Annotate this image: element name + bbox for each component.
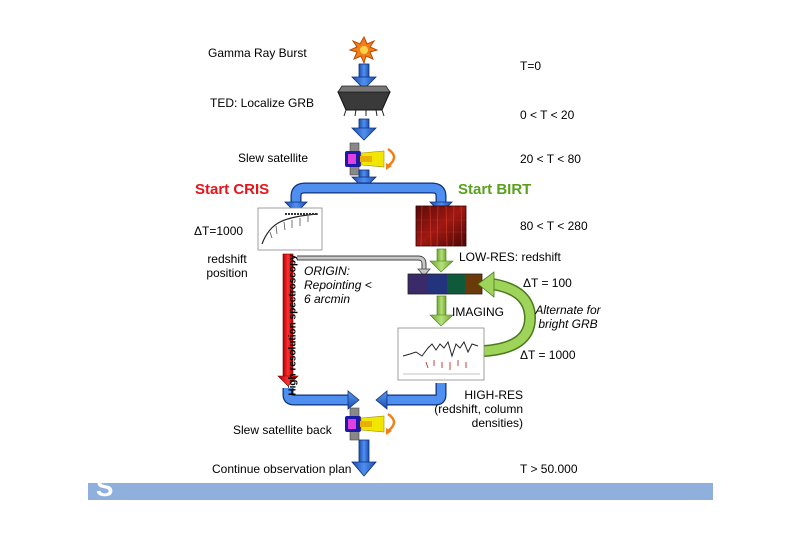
satellite-icon xyxy=(345,142,396,176)
step-localize-label: TED: Localize GRB xyxy=(210,96,315,110)
arrow-grb-to-ted xyxy=(351,63,377,90)
bottom-band xyxy=(88,483,713,500)
dt-1000: ΔT = 1000 xyxy=(520,348,576,362)
satellite-back-icon xyxy=(345,407,396,441)
band-logo-letter: S xyxy=(96,472,114,502)
arrow-ted-to-slew xyxy=(351,118,377,141)
merge-arrows xyxy=(282,383,447,410)
origin-arrow xyxy=(297,255,431,277)
step-grb-label: Gamma Ray Burst xyxy=(208,46,307,60)
start-birt-label: Start BIRT xyxy=(458,181,532,198)
step-slew-label: Slew satellite xyxy=(238,151,309,165)
red-arrow xyxy=(277,253,299,387)
split-arrow xyxy=(284,182,453,214)
alternate-curved-arrow xyxy=(477,271,537,357)
time-t3: 80 < T < 280 xyxy=(520,219,588,233)
step-slew-back-label: Slew satellite back xyxy=(233,423,332,437)
ted-detector-icon xyxy=(337,85,391,117)
dt-100: ΔT = 100 xyxy=(523,276,572,290)
green-arrow-imaging xyxy=(429,295,454,327)
lowres-label: LOW-RES: redshift xyxy=(459,250,561,264)
step-continue-label: Continue observation plan xyxy=(212,462,352,476)
alternate-label: Alternate for bright GRB xyxy=(535,303,601,331)
start-cris-label: Start CRIS xyxy=(195,181,270,198)
imaging-label: IMAGING xyxy=(452,305,505,319)
spectrum-plot-icon xyxy=(257,207,323,251)
birt-image-icon xyxy=(415,205,467,247)
color-filter-strip-icon xyxy=(407,273,483,295)
green-arrow-birt-to-filters xyxy=(429,248,454,273)
time-t1: 0 < T < 20 xyxy=(520,108,575,122)
time-end: T > 50.000 xyxy=(520,462,578,476)
arrow-to-continue xyxy=(351,439,377,477)
highres-label: HIGH-RES (redshift, column densities) xyxy=(434,388,523,430)
dt-cris: ΔT=1000 xyxy=(194,224,244,238)
origin-label: ORIGIN: Repointing < 6 arcmin xyxy=(304,264,372,306)
birt-spectrum-plot-icon xyxy=(397,327,485,381)
hires-spectroscopy-label: High resolution spectroscopy xyxy=(287,254,299,396)
redshift-position-label: redshift position xyxy=(206,252,248,280)
time-t0: T=0 xyxy=(520,59,542,73)
burst-icon xyxy=(348,35,379,65)
time-t2: 20 < T < 80 xyxy=(520,152,581,166)
